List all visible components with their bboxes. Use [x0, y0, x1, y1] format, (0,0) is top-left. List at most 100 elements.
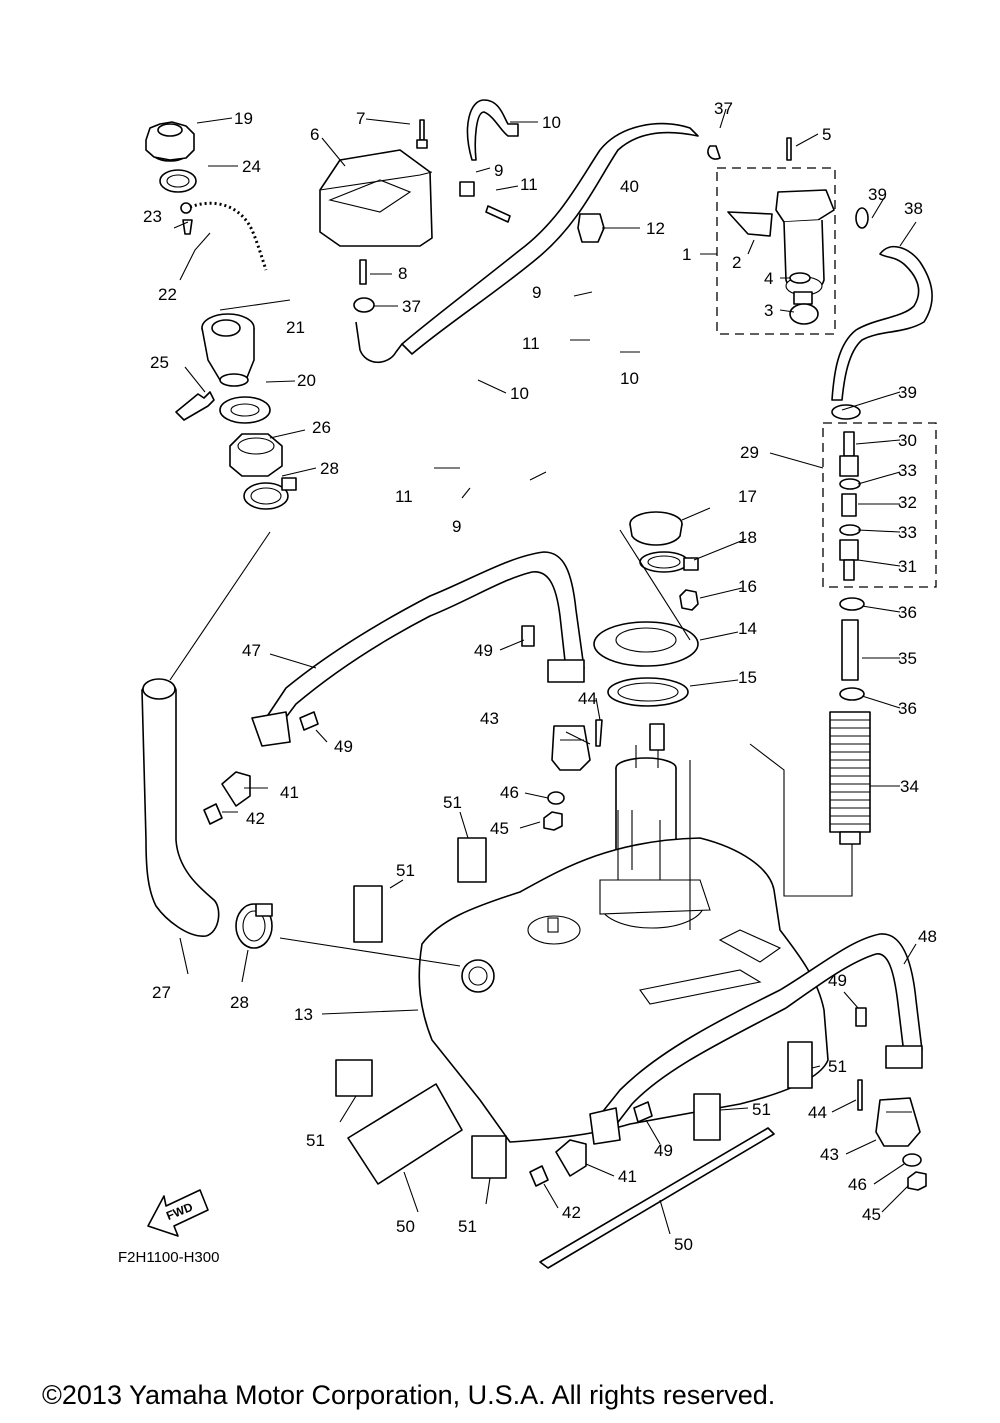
callout-26: 26: [312, 418, 331, 437]
callout-16: 16: [738, 577, 757, 596]
bracket-2: [727, 211, 773, 237]
o-ring-4: [789, 272, 811, 284]
callout-49-upper: 49: [474, 641, 493, 660]
hose-clamp-28-lower: [235, 903, 273, 949]
callout-12: 12: [646, 219, 665, 238]
callout-20: 20: [297, 371, 316, 390]
pin-44-upper: [595, 719, 603, 747]
clip-37-left: [353, 297, 375, 313]
bracket-43-upper: [551, 725, 591, 771]
bolt-42-lower: [529, 1165, 549, 1187]
callout-50-left: 50: [396, 1217, 415, 1236]
washer-46-upper: [547, 791, 565, 805]
callout-17: 17: [738, 487, 757, 506]
callout-44-lower: 44: [808, 1103, 827, 1122]
callout-37-right: 37: [714, 99, 733, 118]
clip-39-upper: [855, 207, 869, 229]
hose-40: [401, 122, 699, 355]
filler-cap-19: [145, 121, 195, 162]
clamp-18: [639, 551, 699, 573]
callout-43-upper: 43: [480, 709, 499, 728]
callout-4: 4: [764, 269, 773, 288]
filler-hose-27: [141, 678, 220, 937]
callout-39-upper: 39: [868, 185, 887, 204]
pad-51-d: [471, 1135, 507, 1179]
cap-17: [629, 511, 683, 546]
callout-45-lower: 45: [862, 1205, 881, 1224]
pad-51-b: [353, 885, 383, 943]
nut-26: [229, 433, 283, 477]
callout-29: 29: [740, 443, 759, 462]
callout-49-lower: 49: [654, 1141, 673, 1160]
callout-30: 30: [898, 431, 917, 450]
callout-40: 40: [620, 177, 639, 196]
callout-24: 24: [242, 157, 261, 176]
fuel-sender-unit: [615, 723, 677, 860]
callout-51-d: 51: [458, 1217, 477, 1236]
clip-36-lower: [839, 687, 865, 701]
callout-19: 19: [234, 109, 253, 128]
callout-42-left: 42: [246, 809, 265, 828]
callout-22: 22: [158, 285, 177, 304]
callout-28-lower: 28: [230, 993, 249, 1012]
rivet-5: [786, 137, 792, 161]
callout-labels: 19 24 23 22 21 25 20 26 28 7 6 8 37 10 9…: [42, 99, 937, 1410]
callout-6: 6: [310, 125, 319, 144]
callout-45-upper: 45: [490, 819, 509, 838]
rivet-7: [416, 119, 428, 149]
bolt-49-upper: [521, 625, 535, 647]
cover-6: [319, 149, 433, 247]
bolt-49-lower: [633, 1101, 653, 1123]
bolt-49-left: [299, 711, 319, 731]
callout-44-upper: 44: [578, 689, 597, 708]
callout-50-right: 50: [674, 1235, 693, 1254]
connector-assembly-box-29: [822, 422, 937, 588]
connector-31: [839, 539, 859, 581]
callout-7: 7: [356, 109, 365, 128]
callout-23: 23: [143, 207, 162, 226]
hose-38: [831, 245, 933, 401]
callout-13: 13: [294, 1005, 313, 1024]
callout-49-left: 49: [334, 737, 353, 756]
callout-42-lower: 42: [562, 1203, 581, 1222]
fuel-tank-13: [418, 837, 829, 1143]
callout-11-top: 11: [520, 175, 538, 194]
callout-49-right: 49: [828, 971, 847, 990]
washer-46-lower: [902, 1153, 922, 1167]
push-pin-11-top: [485, 205, 511, 223]
callout-15: 15: [738, 668, 757, 687]
callout-11-mid: 11: [522, 334, 540, 353]
pad-51-f: [787, 1041, 813, 1089]
pad-51-e: [693, 1093, 721, 1141]
hose-32: [841, 493, 857, 517]
flange-plate-14: [593, 621, 699, 667]
filter-cup-3: [789, 291, 819, 325]
clip-36-upper: [839, 597, 865, 611]
callout-32: 32: [898, 493, 917, 512]
callout-9-top: 9: [494, 161, 503, 180]
callout-5: 5: [822, 125, 831, 144]
callout-31: 31: [898, 557, 917, 576]
screw-25: [175, 391, 215, 421]
gasket-15: [607, 677, 689, 707]
pad-50-left: [347, 1083, 463, 1185]
clip-33-lower: [839, 524, 861, 536]
callout-28-upper: 28: [320, 459, 339, 478]
callout-36-lower: 36: [898, 699, 917, 718]
callout-38: 38: [904, 199, 923, 218]
filler-neck-21: [201, 313, 255, 387]
callout-8: 8: [398, 264, 407, 283]
callout-18: 18: [738, 528, 757, 547]
callout-36-upper: 36: [898, 603, 917, 622]
copyright-notice: ©2013 Yamaha Motor Corporation, U.S.A. A…: [42, 1380, 775, 1410]
strap-47: [261, 551, 585, 729]
hose-35: [841, 619, 859, 681]
connector-30: [839, 431, 859, 477]
callout-2: 2: [732, 253, 741, 272]
callout-10-top: 10: [542, 113, 561, 132]
callout-51-e: 51: [752, 1100, 771, 1119]
hose-clamp-28-upper: [243, 477, 297, 510]
pad-51-a: [457, 837, 487, 883]
nut-45-upper: [543, 811, 563, 831]
pin-44-lower: [857, 1079, 863, 1111]
